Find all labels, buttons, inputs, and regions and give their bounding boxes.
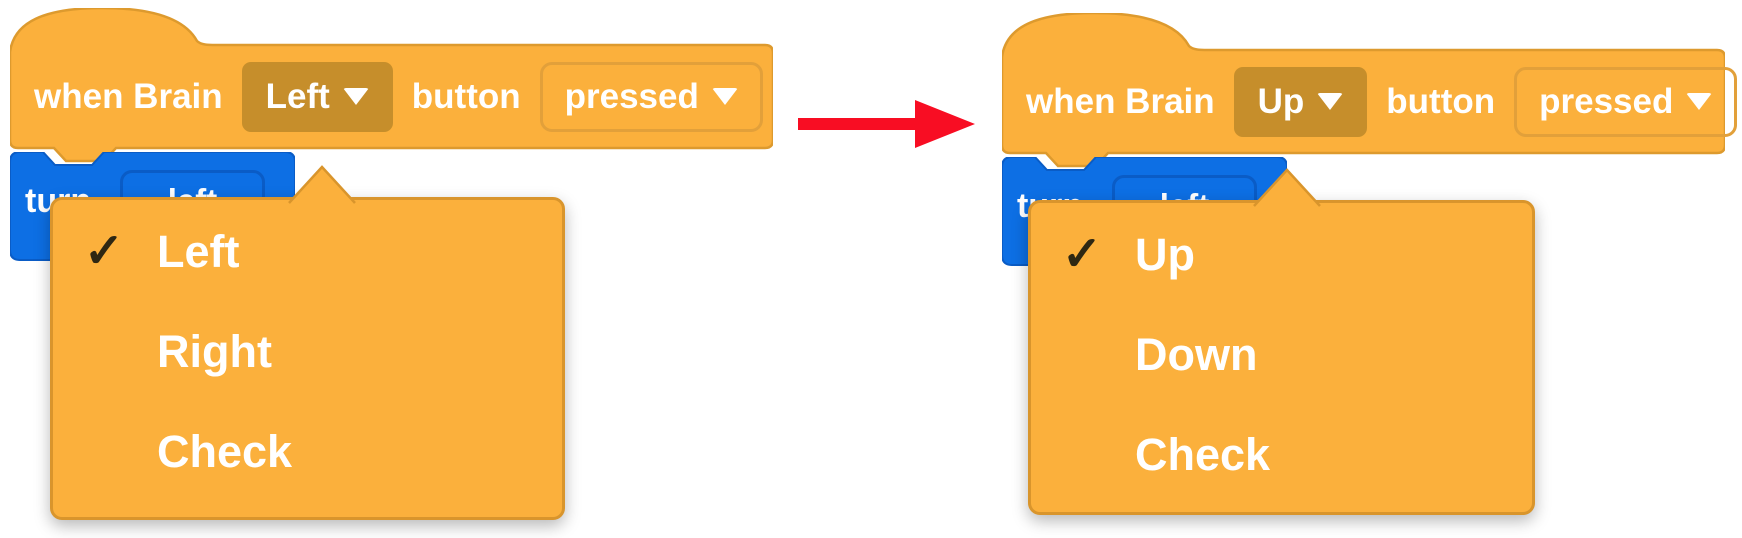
chevron-down-icon (1686, 93, 1713, 110)
brain-button-dropdown-value: Left (265, 76, 330, 116)
pressed-state-dropdown[interactable]: pressed (539, 61, 763, 132)
menu-item-label: Check (157, 426, 293, 477)
menu-item-label: Check (1135, 429, 1271, 480)
menu-item-right[interactable]: Right (53, 302, 562, 402)
pressed-state-dropdown-value: pressed (1539, 81, 1674, 121)
right-when-brain-button-hat-block[interactable]: when Brain Up button pressed (1002, 13, 1738, 171)
brain-button-dropdown[interactable]: Left (241, 61, 393, 132)
transform-arrow-icon (798, 100, 975, 148)
menu-item-label: Down (1135, 329, 1258, 380)
menu-item-down[interactable]: Down (1031, 305, 1532, 405)
left-when-brain-button-hat-block[interactable]: when Brain Left button pressed (10, 8, 773, 166)
pressed-state-dropdown-value: pressed (564, 76, 699, 116)
left-dropdown-menu: ✓ Left Right Check (50, 165, 565, 520)
menu-item-label: Right (157, 326, 272, 377)
chevron-down-icon (1317, 93, 1344, 110)
menu-item-check[interactable]: Check (53, 402, 562, 502)
menu-item-check[interactable]: Check (1031, 405, 1532, 505)
pressed-state-dropdown[interactable]: pressed (1514, 66, 1738, 137)
menu-item-label: Left (157, 226, 240, 277)
hat-text-prefix: when Brain (34, 76, 223, 116)
hat-text-middle: button (1386, 81, 1496, 121)
menu-item-label: Up (1135, 229, 1195, 280)
check-icon: ✓ (83, 225, 125, 278)
chevron-down-icon (711, 88, 738, 105)
right-dropdown-menu: ✓ Up Down Check (1028, 168, 1535, 515)
menu-caret-icon (288, 165, 356, 205)
hat-text-prefix: when Brain (1026, 81, 1215, 121)
brain-button-dropdown-value: Up (1257, 81, 1305, 121)
menu-item-up[interactable]: ✓ Up (1031, 205, 1532, 305)
brain-button-dropdown[interactable]: Up (1233, 66, 1368, 137)
menu-caret-icon (1253, 168, 1321, 208)
hat-text-middle: button (411, 76, 521, 116)
chevron-down-icon (342, 88, 369, 105)
check-icon: ✓ (1061, 228, 1103, 281)
menu-item-left[interactable]: ✓ Left (53, 202, 562, 302)
